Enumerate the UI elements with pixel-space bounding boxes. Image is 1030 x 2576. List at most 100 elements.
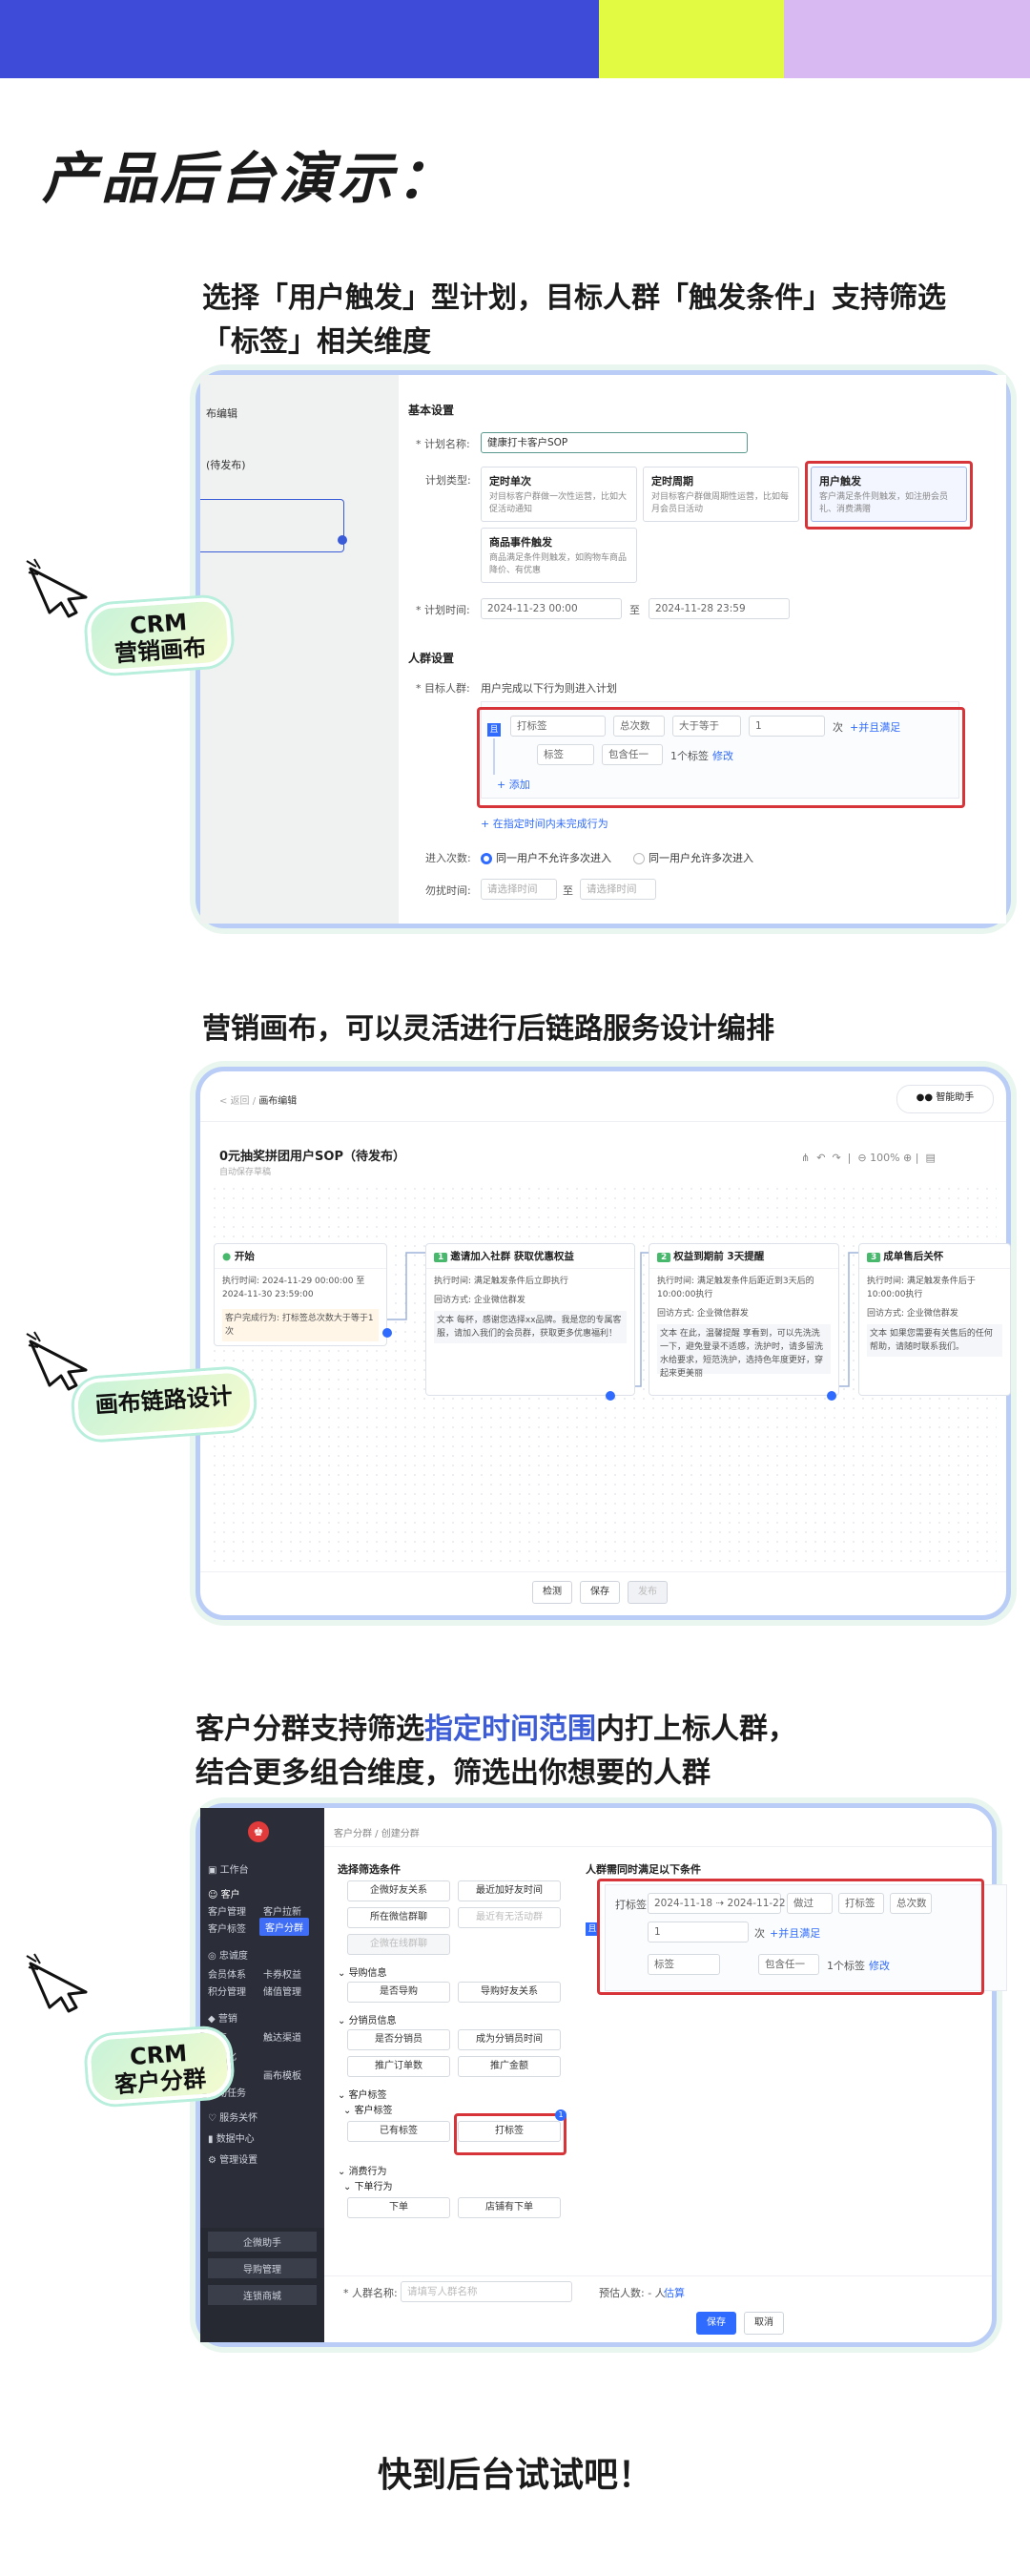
cond-include-select[interactable]: 包含任一 <box>758 1954 819 1975</box>
nav-service[interactable]: ♡ 服务关怀 <box>208 2113 258 2124</box>
disturb-end-input[interactable]: 请选择时间 <box>580 879 656 900</box>
add-and-condition-link[interactable]: +并且满足 <box>770 1927 821 1940</box>
filter-promo-amount[interactable]: 推广金额 <box>458 2056 561 2077</box>
cond-label-select[interactable]: 标签 <box>648 1954 720 1975</box>
nav-customer-manage[interactable]: 客户管理 <box>208 1907 246 1918</box>
publish-button[interactable]: 发布 <box>628 1581 668 1604</box>
plan-type-scheduled-recurring[interactable]: 定时周期 对目标客户群做周期性运营，比如每月会员日活动 <box>643 467 799 522</box>
filter-wecom-friend[interactable]: 企微好友关系 <box>347 1880 450 1901</box>
nav-data-center[interactable]: ▮ 数据中心 <box>208 2134 255 2145</box>
plan-type-product-event[interactable]: 商品事件触发 商品满足条件则触发，如购物车商品降价、有优惠 <box>481 528 637 583</box>
cancel-button[interactable]: 取消 <box>744 2312 784 2335</box>
redo-icon[interactable]: ↷ <box>832 1152 841 1164</box>
nav-channels[interactable]: 触达渠道 <box>263 2033 301 2044</box>
filter-distributor-since[interactable]: 成为分销员时间 <box>458 2029 561 2050</box>
plan-type-scheduled-once[interactable]: 定时单次 对目标客户群做一次性运营，比如大促活动通知 <box>481 467 637 522</box>
undo-icon[interactable]: ↶ <box>816 1152 826 1164</box>
nav-coupons[interactable]: 卡券权益 <box>263 1970 301 1981</box>
nav-customer-acquire[interactable]: 客户拉新 <box>263 1907 301 1918</box>
and-operator[interactable]: 且 <box>586 1922 599 1936</box>
filter-wecom-online-group[interactable]: 企微在线群聊 <box>347 1934 450 1955</box>
top-bar-purple <box>784 0 1030 78</box>
cond-date-range[interactable]: 2024-11-18 ⇢ 2024-11-22 <box>648 1893 786 1914</box>
nav-canvas-template[interactable]: 画布模板 <box>263 2071 301 2082</box>
save-button[interactable]: 保存 <box>696 2312 736 2335</box>
filter-promo-orders[interactable]: 推广订单数 <box>347 2056 450 2077</box>
add-and-condition-link[interactable]: +并且满足 <box>850 721 901 734</box>
page-title: 产品后台演示： <box>42 146 457 211</box>
nav-membership[interactable]: 会员体系 <box>208 1970 246 1981</box>
zoom-in-icon[interactable]: ⊕ <box>903 1152 913 1164</box>
plan-type-user-triggered[interactable]: 用户触发 客户满足条件则触发，如注册会员礼、消费满赠 <box>811 467 967 522</box>
filter-order[interactable]: 下单 <box>347 2197 450 2218</box>
filter-guide-friend[interactable]: 导购好友关系 <box>458 1982 561 2003</box>
add-not-done-link[interactable]: + 在指定时间内未完成行为 <box>481 818 608 830</box>
entry-option-multiple[interactable]: 同一用户允许多次进入 <box>633 850 753 865</box>
filter-tagging[interactable]: 打标签 <box>458 2121 561 2142</box>
cond-total-select[interactable]: 总次数 <box>890 1893 932 1914</box>
filter-recent-active-group[interactable]: 最近有无活动群 <box>458 1907 561 1928</box>
plan-end-time[interactable]: 2024-11-28 23:59 <box>649 598 790 619</box>
cond-value-input[interactable]: 1 <box>749 716 825 737</box>
back-link[interactable]: < 返回 <box>219 1096 250 1107</box>
filter-panel: 选择筛选条件 企微好友关系 最近加好友时间 所在微信群聊 最近有无活动群 企微在… <box>334 1854 570 2274</box>
screenshot-plan-settings: 布编辑 (待发布) 基本设置 * 计划名称: 健康打卡客户SOP 计划类型: 定… <box>196 370 1011 928</box>
cond-tag2-select[interactable]: 打标签 <box>838 1893 884 1914</box>
cond-include-select[interactable]: 包含任一 <box>602 744 663 765</box>
nav-chain-mall[interactable]: 连锁商城 <box>208 2285 317 2305</box>
nav-wecom-assistant[interactable]: 企微助手 <box>208 2232 317 2252</box>
share-icon[interactable]: ⋔ <box>801 1152 811 1164</box>
segment-name-input[interactable]: 请填写人群名称 <box>401 2281 572 2302</box>
canvas-link-badge: 画布链路设计 <box>72 1367 257 1442</box>
top-bar-yellow <box>599 0 784 78</box>
cond-value-input[interactable]: 1 <box>648 1922 749 1942</box>
filter-is-guide[interactable]: 是否导购 <box>347 1982 450 2003</box>
filter-wechat-group[interactable]: 所在微信群聊 <box>347 1907 450 1928</box>
nav-settings[interactable]: ⚙ 管理设置 <box>208 2155 258 2166</box>
check-button[interactable]: 检测 <box>532 1581 572 1604</box>
and-operator[interactable]: 且 <box>487 723 501 737</box>
doc-icon[interactable]: ▤ <box>925 1152 936 1164</box>
cond-operator-select[interactable]: 大于等于 <box>672 716 741 737</box>
nav-auto-task[interactable]: 自动任务 <box>208 2088 246 2099</box>
filter-recent-add-friend[interactable]: 最近加好友时间 <box>458 1880 561 1901</box>
cond-total-select[interactable]: 总次数 <box>613 716 665 737</box>
filter-is-distributor[interactable]: 是否分销员 <box>347 2029 450 2050</box>
plan-start-time[interactable]: 2024-11-23 00:00 <box>481 598 622 619</box>
save-button[interactable]: 保存 <box>580 1581 620 1604</box>
add-condition-link[interactable]: + 添加 <box>497 779 530 791</box>
entry-option-once[interactable]: 同一用户不允许多次进入 <box>481 850 611 865</box>
estimate-link[interactable]: 估算 <box>664 2287 685 2299</box>
filter-store-order[interactable]: 店铺有下单 <box>458 2197 561 2218</box>
nav-customer-segment[interactable]: 客户分群 <box>259 1918 309 1936</box>
count-badge: 1 <box>555 2109 566 2121</box>
section1-caption: 选择「用户触发」型计划，目标人群「触发条件」支持筛选 「标签」相关维度 <box>202 281 946 359</box>
cond-tag-select[interactable]: 标签 <box>537 744 594 765</box>
disturb-start-input[interactable]: 请选择时间 <box>481 879 557 900</box>
cond-did-select[interactable]: 做过 <box>787 1893 833 1914</box>
node-start[interactable]: ● 开始 执行时间: 2024-11-29 00:00:00 至 2024-11… <box>214 1243 387 1346</box>
nav-workbench[interactable]: ▣ 工作台 <box>208 1865 249 1876</box>
edit-tags-link[interactable]: 修改 <box>869 1960 890 1972</box>
nav-loyalty[interactable]: ◎ 忠诚度 <box>208 1951 248 1962</box>
condition-group: 且 打标签 总次数 大于等于 1 次 +并且满足 标签 包含任一 1个标签 修改… <box>481 701 959 799</box>
plan-name-input[interactable]: 健康打卡客户SOP <box>481 432 748 453</box>
nav-points[interactable]: 积分管理 <box>208 1987 246 1998</box>
nav-customer-tags[interactable]: 客户标签 <box>208 1924 246 1935</box>
nav-customer[interactable]: ☺ 客户 <box>208 1890 240 1901</box>
cond-type-select[interactable]: 打标签 <box>510 716 606 737</box>
assistant-button[interactable]: ●● 智能助手 <box>896 1085 994 1113</box>
side-panel: 布编辑 (待发布) <box>200 375 399 924</box>
nav-marketing[interactable]: ◆ 营销 <box>208 2014 237 2025</box>
filter-existing-tags[interactable]: 已有标签 <box>347 2121 450 2142</box>
edit-tags-link[interactable]: 修改 <box>712 750 733 762</box>
nav-guide-manage[interactable]: 导购管理 <box>208 2258 317 2278</box>
nav-stored-value[interactable]: 储值管理 <box>263 1987 301 1998</box>
cursor-icon <box>26 558 88 618</box>
zoom-out-icon[interactable]: ⊖ <box>857 1152 867 1164</box>
screenshot-customer-segment: ♚ ▣ 工作台 ☺ 客户 客户管理 客户拉新 客户标签 客户分群 ◎ 忠诚度 会… <box>196 1803 1007 2347</box>
crm-canvas-badge: CRM 营销画布 <box>85 595 234 675</box>
